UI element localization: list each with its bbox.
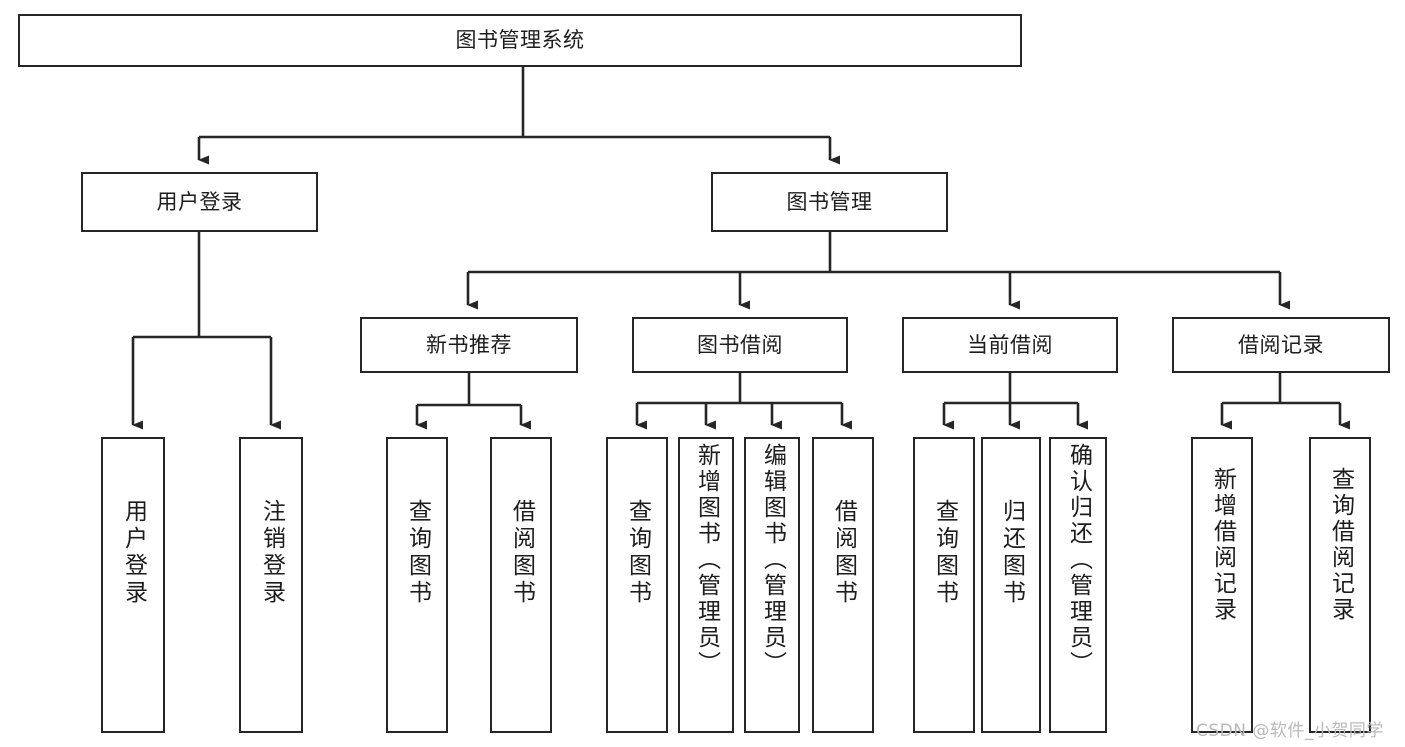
node-label: 用户登录 — [120, 499, 147, 607]
node-current-borrow[interactable]: 当前借阅 — [902, 317, 1118, 373]
node-borrow-records[interactable]: 借阅记录 — [1172, 317, 1390, 373]
node-label: 查询图书 — [931, 499, 958, 607]
leaf-query-book-current[interactable]: 查询图书 — [913, 437, 975, 733]
node-label: 归还图书 — [998, 499, 1025, 607]
node-label: 借阅图书 — [830, 499, 857, 607]
node-user-login[interactable]: 用户登录 — [81, 172, 318, 232]
leaf-user-login[interactable]: 用户登录 — [101, 437, 165, 733]
node-label: 确认归还（管理员） — [1065, 443, 1092, 677]
node-book-management[interactable]: 图书管理 — [711, 172, 948, 232]
node-label: 借阅记录 — [1238, 332, 1324, 357]
leaf-confirm-return-admin[interactable]: 确认归还（管理员） — [1049, 437, 1107, 733]
node-label: 借阅图书 — [508, 499, 535, 607]
node-label: 用户登录 — [156, 189, 243, 214]
node-label: 新书推荐 — [426, 332, 512, 357]
node-label: 查询借阅记录 — [1327, 467, 1354, 623]
csdn-watermark: CSDN @软件_小贺同学 — [1196, 721, 1384, 741]
leaf-edit-book-admin[interactable]: 编辑图书（管理员） — [744, 437, 800, 733]
node-label: 查询图书 — [404, 499, 431, 607]
leaf-query-book-borrow[interactable]: 查询图书 — [606, 437, 668, 733]
node-book-borrow[interactable]: 图书借阅 — [632, 317, 848, 373]
node-root-book-management-system[interactable]: 图书管理系统 — [18, 14, 1022, 67]
leaf-return-book[interactable]: 归还图书 — [981, 437, 1041, 733]
node-label: 图书管理 — [786, 189, 873, 214]
node-label: 当前借阅 — [967, 332, 1053, 357]
node-label: 图书借阅 — [697, 332, 783, 357]
node-label: 注销登录 — [258, 499, 285, 607]
node-label: 新增图书（管理员） — [693, 443, 720, 677]
leaf-add-book-admin[interactable]: 新增图书（管理员） — [678, 437, 734, 733]
leaf-borrow-book[interactable]: 借阅图书 — [812, 437, 874, 733]
leaf-query-book-recommend[interactable]: 查询图书 — [386, 437, 448, 733]
node-label: 图书管理系统 — [455, 28, 585, 53]
node-label: 新增借阅记录 — [1209, 467, 1236, 623]
leaf-logout[interactable]: 注销登录 — [239, 437, 303, 733]
leaf-query-borrow-record[interactable]: 查询借阅记录 — [1309, 437, 1371, 733]
node-new-book-recommend[interactable]: 新书推荐 — [360, 317, 578, 373]
node-label: 编辑图书（管理员） — [759, 443, 786, 677]
node-label: 查询图书 — [624, 499, 651, 607]
leaf-borrow-book-recommend[interactable]: 借阅图书 — [490, 437, 552, 733]
leaf-add-borrow-record[interactable]: 新增借阅记录 — [1191, 437, 1253, 733]
